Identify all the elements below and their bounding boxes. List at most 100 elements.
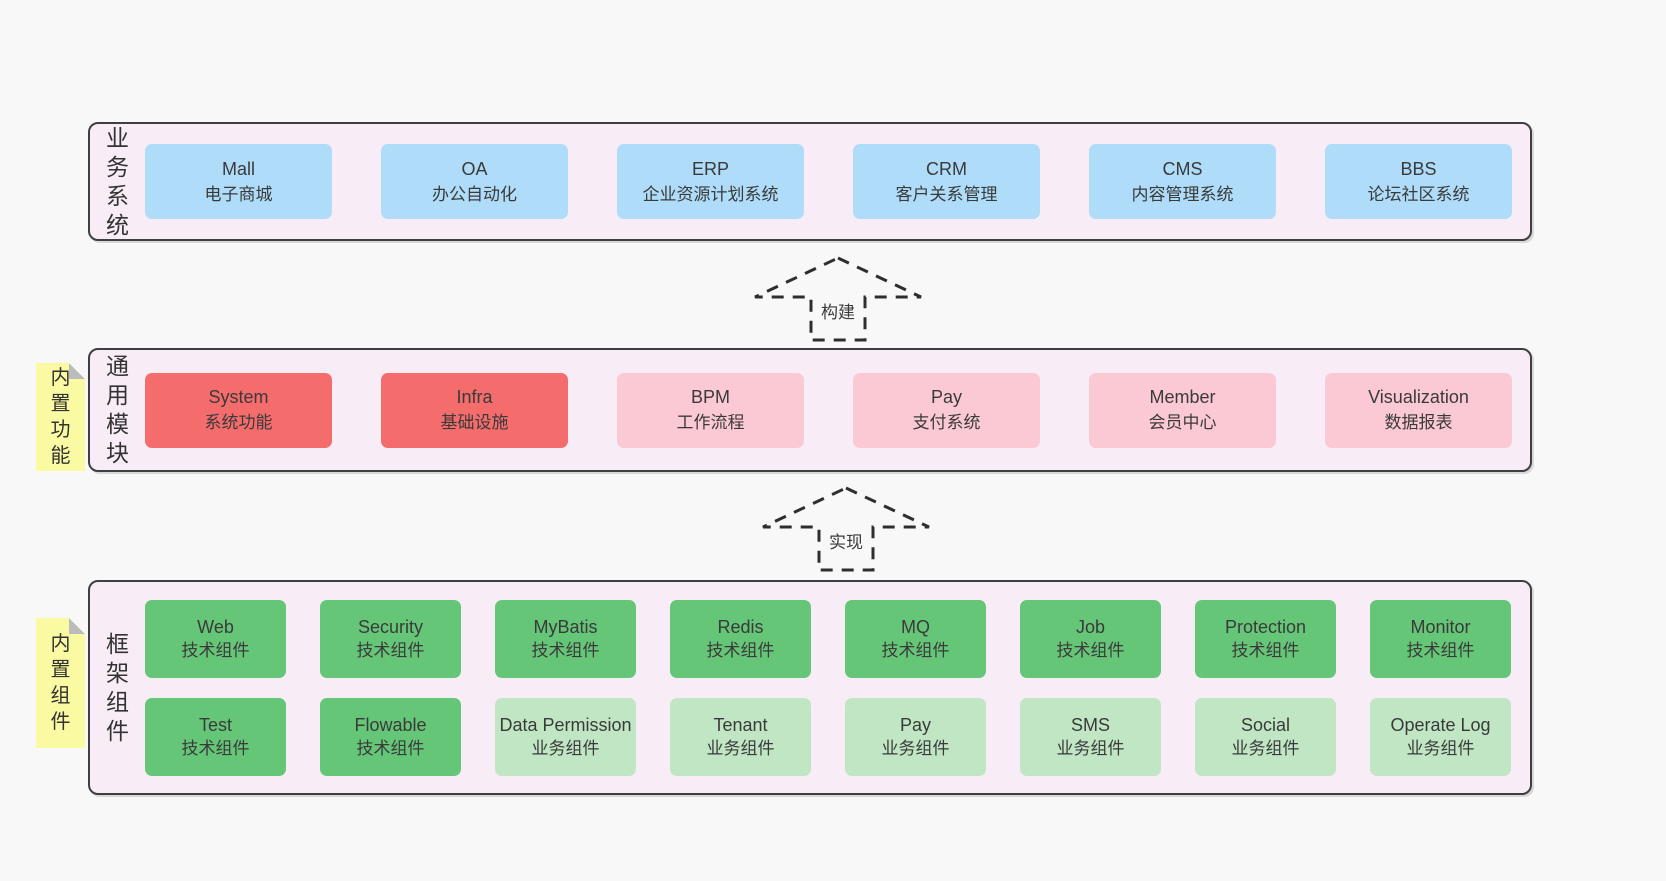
box-title: Job (1075, 616, 1106, 637)
builtin-features-label: 内置功能 (50, 367, 71, 467)
box-subtitle: 业务组件 (881, 738, 950, 758)
box-subtitle: 内容管理系统 (1131, 184, 1234, 204)
box-subtitle: 基础设施 (440, 413, 509, 432)
box-redis: Redis 技术组件 (670, 599, 811, 678)
box-title: MyBatis (533, 616, 598, 637)
framework-row-2: Test 技术组件 Flowable 技术组件 Data Permission … (145, 697, 1512, 776)
box-title: CMS (1162, 158, 1203, 179)
box-title: SMS (1070, 714, 1110, 735)
box-subtitle: 企业资源计划系统 (642, 184, 779, 204)
box-title: ERP (691, 158, 729, 179)
box-title: Protection (1224, 616, 1307, 637)
box-title: Monitor (1410, 616, 1471, 637)
up-arrow-icon (762, 486, 930, 572)
box-subtitle: 业务组件 (1406, 738, 1475, 758)
box-title: Member (1149, 387, 1216, 407)
box-crm: CRM 客户关系管理 (853, 144, 1040, 219)
box-subtitle: 客户关系管理 (895, 184, 998, 204)
box-subtitle: 技术组件 (881, 640, 950, 660)
box-title: Infra (456, 387, 493, 407)
sticky-note-builtin-features: 内置功能 (36, 363, 85, 471)
box-subtitle: 支付系统 (912, 413, 981, 432)
box-subtitle: 技术组件 (706, 640, 775, 660)
layer-common-modules: 通用模块 System 系统功能 Infra 基础设施 BPM 工作流程 Pay… (88, 348, 1532, 472)
box-bbs: BBS 论坛社区系统 (1325, 144, 1512, 219)
box-title: OA (461, 158, 488, 179)
business-boxes-row: Mall 电子商城 OA 办公自动化 ERP 企业资源计划系统 CRM 客户关系… (145, 124, 1530, 239)
box-erp: ERP 企业资源计划系统 (617, 144, 804, 219)
box-subtitle: 业务组件 (1231, 738, 1300, 758)
box-test: Test 技术组件 (145, 697, 286, 776)
modules-boxes-row: System 系统功能 Infra 基础设施 BPM 工作流程 Pay 支付系统… (145, 350, 1530, 470)
box-subtitle: 论坛社区系统 (1367, 184, 1470, 204)
layer-business-systems: 业务系统 Mall 电子商城 OA 办公自动化 ERP 企业资源计划系统 CRM… (88, 122, 1532, 241)
box-sms: SMS 业务组件 (1020, 697, 1161, 776)
box-mybatis: MyBatis 技术组件 (495, 599, 636, 678)
box-system: System 系统功能 (145, 372, 332, 448)
box-subtitle: 会员中心 (1148, 413, 1217, 432)
box-title: Tenant (713, 714, 768, 735)
box-subtitle: 业务组件 (531, 738, 600, 758)
box-pay: Pay 支付系统 (853, 372, 1040, 448)
box-subtitle: 技术组件 (181, 640, 250, 660)
box-member: Member 会员中心 (1089, 372, 1276, 448)
box-title: Redis (717, 616, 764, 637)
box-title: Pay (899, 714, 932, 735)
build-arrow: 构建 (752, 255, 924, 343)
box-cms: CMS 内容管理系统 (1089, 144, 1276, 219)
box-title: Visualization (1368, 387, 1469, 407)
box-subtitle: 系统功能 (204, 413, 273, 432)
box-web: Web 技术组件 (145, 599, 286, 678)
box-title: Data Permission (499, 714, 632, 735)
box-data-permission: Data Permission 业务组件 (495, 697, 636, 776)
box-subtitle: 工作流程 (676, 413, 745, 432)
box-flowable: Flowable 技术组件 (320, 697, 461, 776)
builtin-components-label: 内置组件 (50, 633, 71, 733)
box-title: BBS (1400, 158, 1437, 179)
business-systems-label: 业务系统 (106, 124, 129, 238)
box-visualization: Visualization 数据报表 (1325, 372, 1512, 448)
box-subtitle: 技术组件 (181, 738, 250, 758)
box-subtitle: 电子商城 (204, 184, 273, 204)
box-title: System (208, 387, 269, 407)
box-title: Web (197, 616, 234, 637)
box-subtitle: 技术组件 (1231, 640, 1300, 660)
box-subtitle: 数据报表 (1384, 413, 1453, 432)
box-subtitle: 技术组件 (1056, 640, 1125, 660)
box-mall: Mall 电子商城 (145, 144, 332, 219)
box-title: Operate Log (1390, 714, 1491, 735)
box-subtitle: 技术组件 (356, 738, 425, 758)
box-title: Test (198, 714, 232, 735)
implement-arrow-label: 实现 (826, 527, 866, 554)
box-subtitle: 技术组件 (1406, 640, 1475, 660)
sticky-note-builtin-components: 内置组件 (36, 618, 85, 748)
box-pay-component: Pay 业务组件 (845, 697, 986, 776)
build-arrow-label: 构建 (818, 297, 858, 324)
box-title: Flowable (354, 714, 427, 735)
box-title: Social (1240, 714, 1291, 735)
box-infra: Infra 基础设施 (381, 372, 568, 448)
layer-side-label: 通用模块 (90, 350, 145, 470)
framework-row-1: Web 技术组件 Security 技术组件 MyBatis 技术组件 Redi… (145, 599, 1512, 678)
up-arrow-icon (754, 256, 922, 342)
box-subtitle: 业务组件 (1056, 738, 1125, 758)
box-title: MQ (901, 616, 930, 637)
framework-components-label: 框架组件 (106, 630, 129, 744)
box-oa: OA 办公自动化 (381, 144, 568, 219)
implement-arrow: 实现 (760, 485, 932, 573)
box-security: Security 技术组件 (320, 599, 461, 678)
box-title: Security (357, 616, 424, 637)
framework-boxes-area: Web 技术组件 Security 技术组件 MyBatis 技术组件 Redi… (145, 582, 1530, 793)
box-mq: MQ 技术组件 (845, 599, 986, 678)
box-operate-log: Operate Log 业务组件 (1370, 697, 1511, 776)
box-title: Mall (221, 158, 255, 179)
common-modules-label: 通用模块 (106, 353, 129, 466)
box-subtitle: 技术组件 (356, 640, 425, 660)
box-tenant: Tenant 业务组件 (670, 697, 811, 776)
box-social: Social 业务组件 (1195, 697, 1336, 776)
box-subtitle: 办公自动化 (432, 184, 517, 204)
box-bpm: BPM 工作流程 (617, 372, 804, 448)
box-title: CRM (926, 158, 967, 179)
layer-side-label: 框架组件 (90, 582, 145, 793)
